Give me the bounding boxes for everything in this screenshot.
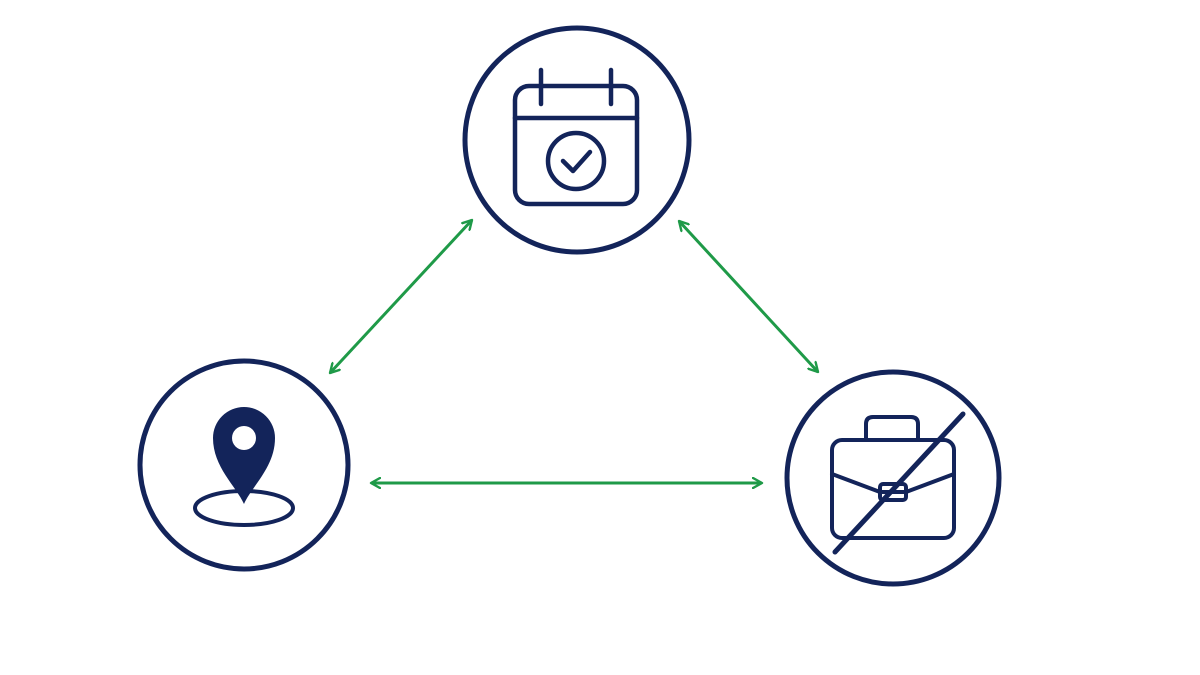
edges [330,220,818,483]
node-calendar-circle [462,25,692,255]
node-work-circle [784,369,1002,587]
node-calendar [462,25,692,255]
calendar-check-icon [512,67,640,207]
node-location [137,358,351,572]
briefcase-crossed-out-icon [830,411,966,555]
node-work [784,369,1002,587]
edge-calendar-work [679,221,818,372]
edge-location-calendar [330,220,472,373]
location-pin-icon [193,407,295,527]
